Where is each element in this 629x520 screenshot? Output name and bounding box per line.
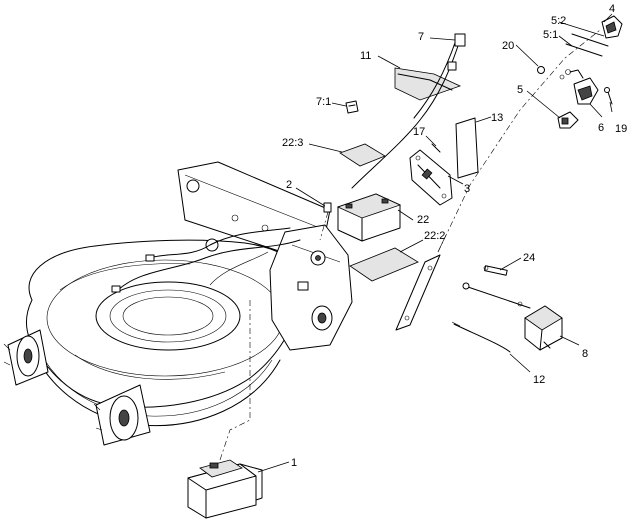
callout-17: 17 [413, 126, 425, 138]
callout-3: 3 [464, 183, 470, 195]
battery-pack-1 [187, 300, 263, 519]
callout-11: 11 [360, 50, 371, 62]
cover-plate-13 [455, 117, 479, 179]
mower-deck [3, 161, 353, 446]
callout-24: 24 [523, 252, 535, 264]
battery-22 [336, 193, 402, 242]
callout-12: 12 [533, 374, 545, 386]
clip-7-1 [345, 100, 359, 114]
callout-4: 4 [609, 3, 615, 15]
callout-7-1: 7:1 [316, 96, 331, 108]
charger-cord [462, 282, 531, 309]
callout-7: 7 [418, 31, 424, 43]
callout-20: 20 [502, 40, 514, 52]
cable-12 [451, 321, 511, 353]
fastener-2 [319, 202, 332, 241]
wire-harness-7 [351, 33, 466, 189]
rear-housing [269, 224, 353, 351]
rear-left-wheel [93, 384, 151, 446]
decal-11 [394, 67, 462, 101]
callout-5: 5 [517, 84, 523, 96]
callout-8: 8 [582, 348, 588, 360]
callout-22-3: 22:3 [282, 137, 303, 149]
switch-3 [409, 149, 453, 206]
foam-pad-22-2 [349, 247, 419, 282]
callout-5-2: 5:2 [551, 15, 566, 27]
handle-upper [395, 29, 601, 331]
callout-22-2: 22:2 [424, 230, 445, 242]
callout-22: 22 [417, 214, 429, 226]
callout-13: 13 [491, 112, 503, 124]
handle-control-cluster [537, 15, 623, 129]
callout-labels: 1 2 3 4 5 5:1 5:2 6 7 7:1 8 11 12 13 17 … [282, 3, 627, 469]
callout-2: 2 [286, 179, 292, 191]
callout-1: 1 [291, 457, 297, 469]
callout-5-1: 5:1 [543, 29, 558, 41]
screw-17 [431, 143, 441, 153]
leader-lines [257, 13, 613, 473]
callout-6: 6 [598, 122, 604, 134]
fuse-24 [483, 265, 508, 276]
front-wheel [3, 329, 49, 386]
callout-19: 19 [615, 123, 627, 135]
charger-8 [524, 305, 563, 351]
